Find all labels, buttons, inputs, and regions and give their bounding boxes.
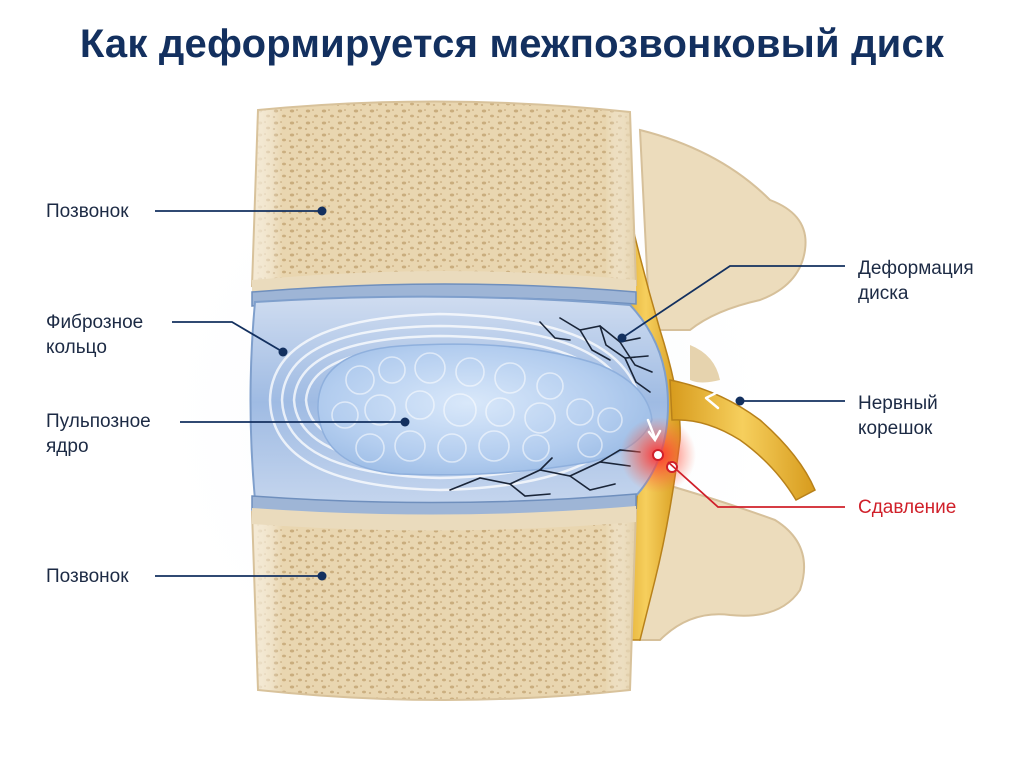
- label-nucleus-pulposus: Пульпозное ядро: [46, 411, 151, 457]
- label-disc-deformation: Деформация диска: [858, 258, 974, 304]
- leader-lines: [155, 210, 845, 577]
- vertebra-top-body: [250, 100, 638, 298]
- intervertebral-disc: [249, 295, 720, 510]
- posterior-processes: [638, 128, 807, 641]
- annulus-fissures: [449, 317, 653, 497]
- label-nerve-root: Нервный корешок: [858, 393, 938, 439]
- label-vertebra-top: Позвонок: [46, 201, 129, 222]
- page-title: Как деформируется межпозвонковый диск: [79, 22, 945, 66]
- label-compression: Сдавление: [858, 497, 957, 518]
- vertebra-bottom-body: [250, 506, 638, 701]
- label-vertebra-bottom: Позвонок: [46, 566, 129, 587]
- compression-leader: [667, 461, 845, 508]
- label-annulus-fibrosus: Фиброзное кольцо: [46, 312, 144, 358]
